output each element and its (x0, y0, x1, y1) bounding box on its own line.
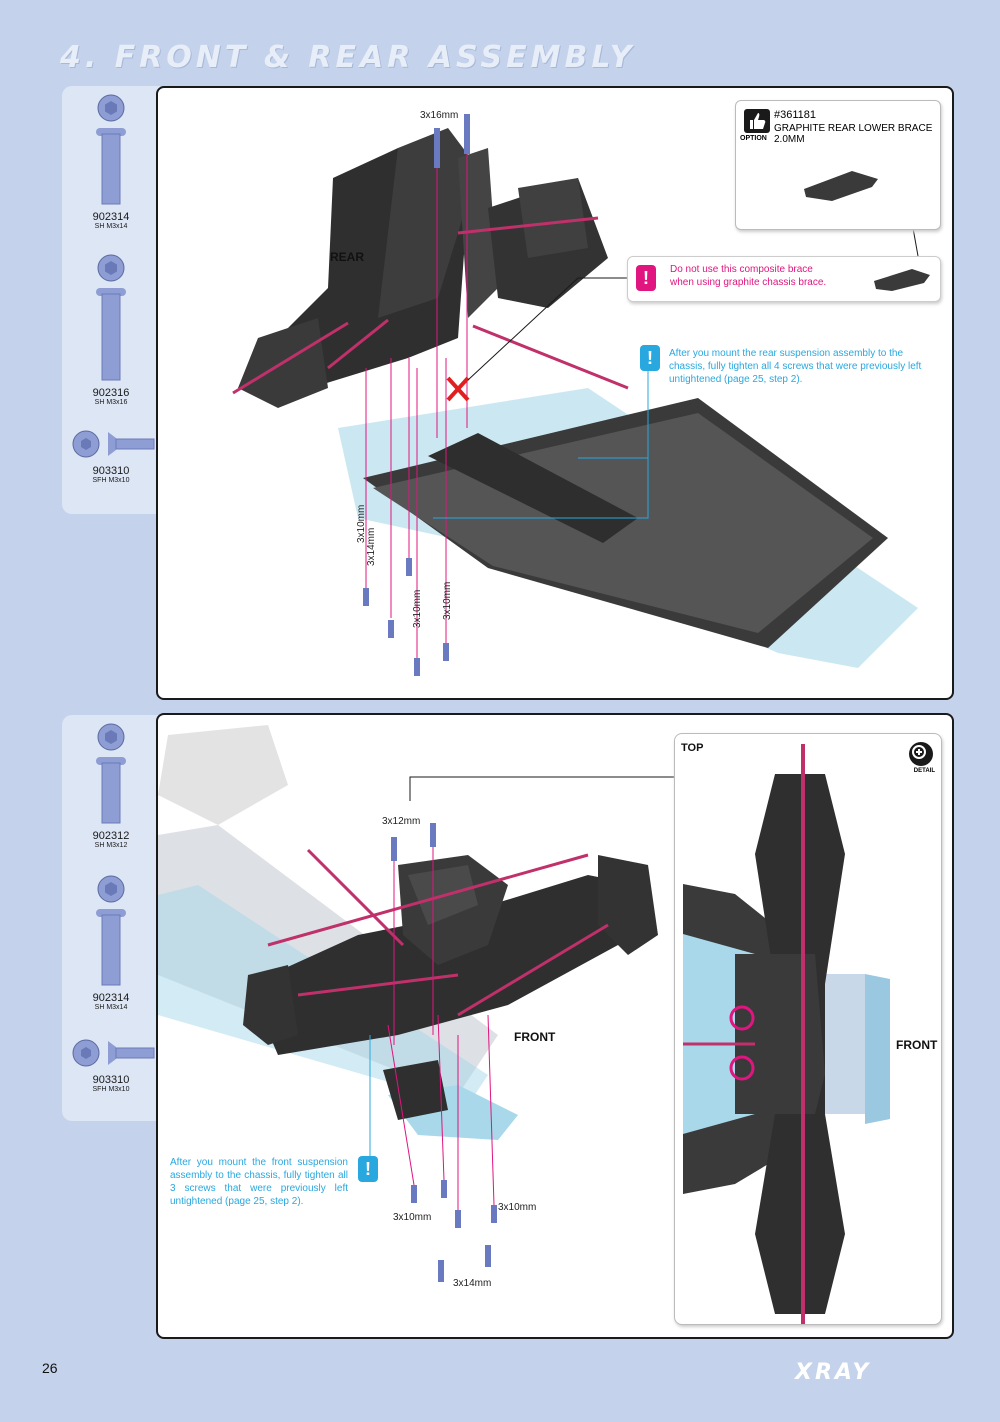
button-head-screw-icon (96, 723, 126, 824)
part-code: 902312 (92, 830, 130, 842)
part-902312: 902312 SH M3x12 (62, 723, 160, 849)
option-part-number: #361181 (774, 109, 817, 121)
part-code: 902316 (92, 387, 130, 399)
detail-label: DETAIL (913, 768, 935, 774)
screw-length-label: 3x10mm (498, 1202, 537, 1213)
part-desc: SH M3x16 (94, 399, 128, 406)
screw-length-label: 3x16mm (420, 110, 459, 121)
part-902316: 902316 SH M3x16 (62, 254, 160, 406)
part-desc: SH M3x14 (94, 223, 128, 230)
rear-assembly-illustration (232, 114, 919, 676)
rear-note-text: After you mount the rear suspension asse… (669, 348, 922, 385)
button-head-screw-icon (96, 254, 126, 381)
warning-icon: ! (636, 265, 656, 291)
page-title: 4. FRONT & REAR ASSEMBLY (60, 40, 636, 75)
thumbs-up-icon (744, 109, 770, 133)
front-parts-sidebar: 902312 SH M3x12 902314 SH M3x14 903310 S… (62, 715, 160, 1121)
screw-length-label: 3x14mm (366, 527, 377, 566)
part-desc: SH M3x12 (94, 842, 128, 849)
part-902314: 902314 SH M3x14 (62, 94, 160, 230)
front-label: FRONT (514, 1030, 556, 1044)
screw-length-label: 3x14mm (453, 1278, 492, 1289)
rear-assembly-panel: 3x16mm 3x10mm 3x14mm 3x10mm 3x10mm REAR … (156, 86, 954, 700)
warning-box: ! Do not use this composite brace when u… (627, 256, 941, 302)
front-assembly-panel: 3x12mm 3x10mm 3x10mm 3x14mm FRONT After … (156, 713, 954, 1339)
option-part-box: OPTION #361181 GRAPHITE REAR LOWER BRACE… (735, 100, 941, 230)
page-number: 26 (42, 1360, 58, 1376)
rear-parts-sidebar: 902314 SH M3x14 902316 SH M3x16 903310 S… (62, 86, 160, 514)
composite-brace-image (874, 269, 930, 291)
part-desc: SH M3x14 (94, 1004, 128, 1011)
option-badge: OPTION (740, 135, 767, 142)
flat-head-screw-icon (72, 430, 155, 458)
front-note-text: After you mount the front suspension ass… (170, 1157, 348, 1207)
part-code: 902314 (92, 992, 130, 1004)
front-assembly-illustration (158, 725, 674, 1282)
rear-label: REAR (330, 250, 365, 264)
info-icon: ! (358, 1156, 378, 1182)
option-part-name: GRAPHITE REAR LOWER BRACE 2.0MM (774, 123, 933, 145)
screw-length-label: 3x10mm (393, 1212, 432, 1223)
part-code: 903310 (92, 465, 130, 477)
button-head-screw-icon (96, 94, 126, 205)
part-code: 903310 (92, 1074, 130, 1086)
flat-head-screw-icon (72, 1039, 155, 1067)
graphite-brace-image (804, 171, 878, 201)
detail-front-label: FRONT (896, 1038, 938, 1052)
part-903310: 903310 SFH M3x10 (62, 1037, 160, 1093)
part-desc: SFH M3x10 (92, 1086, 130, 1093)
top-view-illustration (683, 744, 890, 1324)
screw-length-label: 3x10mm (412, 589, 423, 628)
part-903310: 903310 SFH M3x10 (62, 428, 160, 484)
info-icon: ! (640, 345, 660, 371)
part-code: 902314 (92, 211, 130, 223)
top-label: TOP (681, 742, 704, 754)
xray-logo: XRAY (795, 1360, 872, 1385)
warning-text: Do not use this composite brace when usi… (670, 264, 827, 288)
top-detail-box: TOP DETAIL FRONT (674, 733, 942, 1325)
screw-length-label: 3x12mm (382, 816, 421, 827)
button-head-screw-icon (96, 875, 126, 986)
screw-length-label: 3x10mm (442, 581, 453, 620)
part-desc: SFH M3x10 (92, 477, 130, 484)
part-902314: 902314 SH M3x14 (62, 875, 160, 1011)
detail-zoom-icon (909, 742, 933, 766)
